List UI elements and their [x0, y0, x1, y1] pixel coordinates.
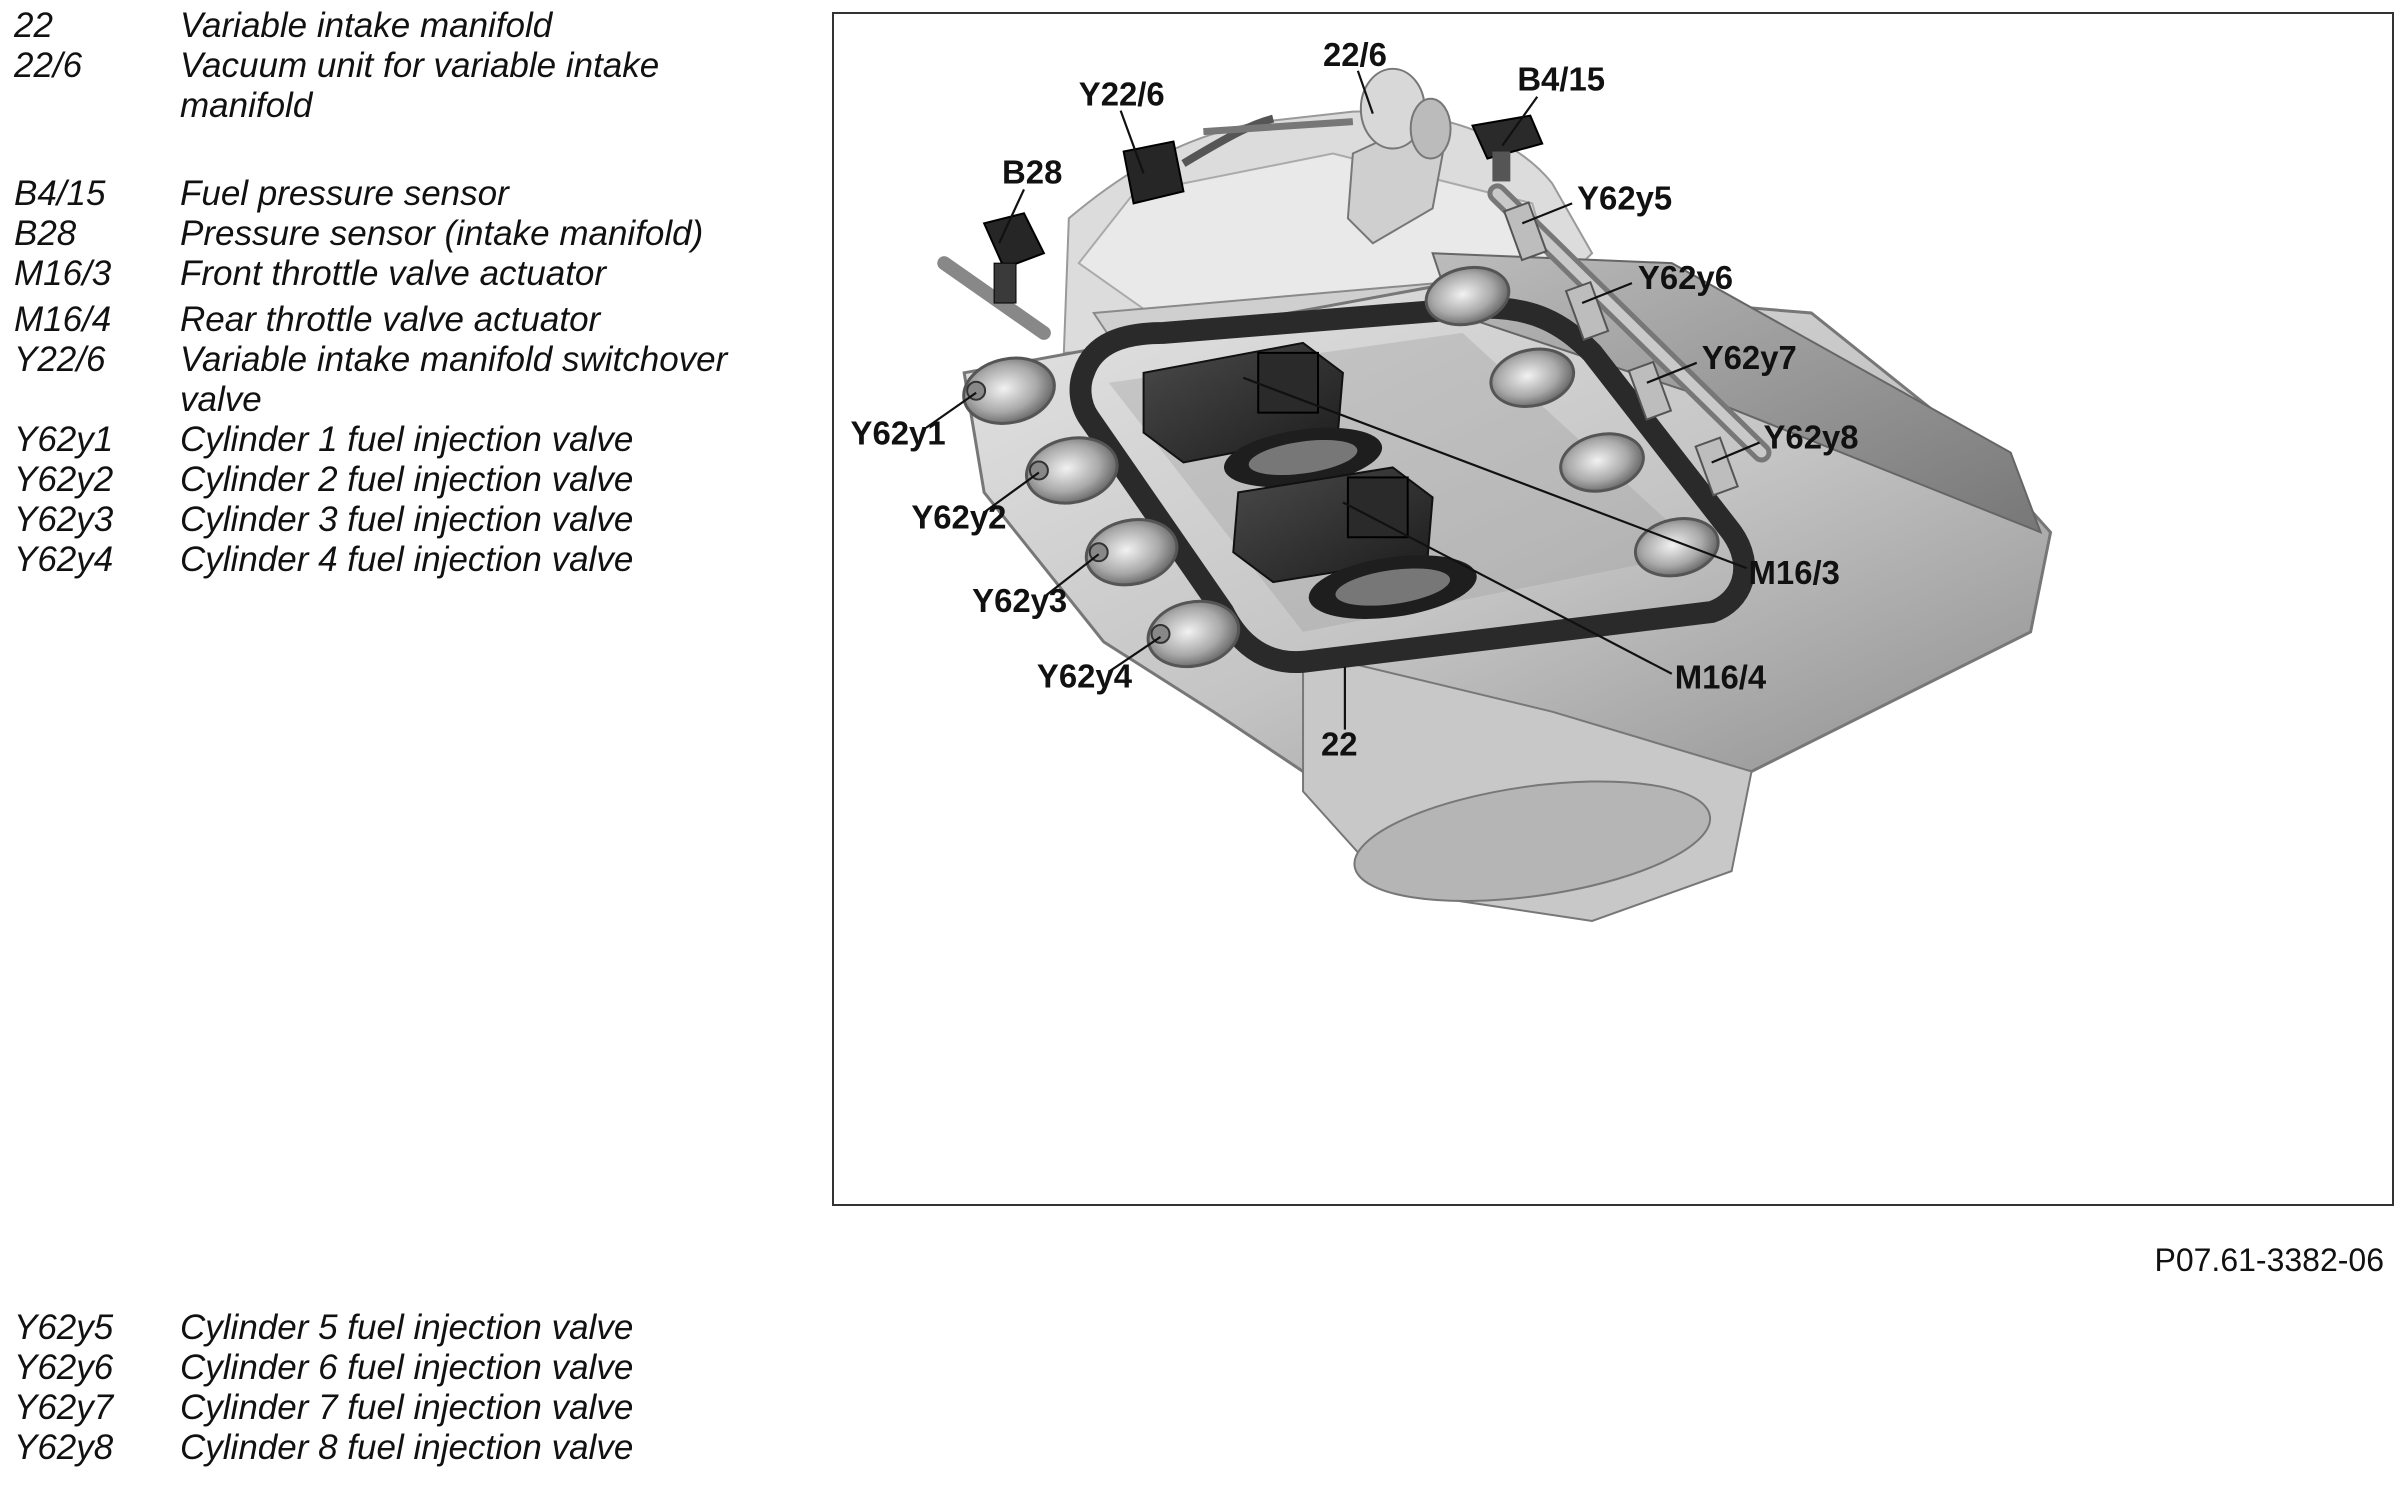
legend-code: B28 [14, 214, 77, 253]
callout-y22-6: Y22/6 [1079, 76, 1165, 113]
legend-item-b4-15: B4/15 Fuel pressure sensor [14, 174, 770, 214]
legend-item-b28: B28 Pressure sensor (intake manifold) [14, 214, 770, 254]
legend-description: Fuel pressure sensor [180, 174, 509, 213]
legend-item-22: 22 Variable intake manifold [14, 6, 770, 46]
legend-item-y62y7: Y62y7 Cylinder 7 fuel injection valve [14, 1388, 770, 1428]
legend-item-m16-4: M16/4 Rear throttle valve actuator [14, 300, 770, 340]
legend-item-y62y1: Y62y1 Cylinder 1 fuel injection valve [14, 420, 770, 460]
legend-code: Y62y7 [14, 1388, 114, 1427]
right-bank-injectors [1502, 201, 1739, 497]
vacuum-unit [1346, 67, 1452, 245]
callout-y62y6: Y62y6 [1638, 259, 1733, 296]
component-legend-top: 22 Variable intake manifold 22/6 Vacuum un… [14, 6, 770, 580]
legend-code: Y62y6 [14, 1348, 114, 1387]
component-legend-bottom: Y62y5 Cylinder 5 fuel injection valve Y62… [14, 1308, 770, 1468]
callout-y62y5: Y62y5 [1577, 179, 1672, 216]
legend-description: Cylinder 3 fuel injection valve [180, 500, 634, 539]
legend-item-y62y5: Y62y5 Cylinder 5 fuel injection valve [14, 1308, 770, 1348]
legend-code: Y62y8 [14, 1428, 114, 1467]
legend-code: 22 [14, 6, 53, 45]
legend-code: Y62y4 [14, 540, 114, 579]
legend-description: Cylinder 2 fuel injection valve [180, 460, 634, 499]
legend-item-22-6: 22/6 Vacuum unit for variable intake mani… [14, 46, 770, 126]
callout-y62y1: Y62y1 [851, 415, 946, 452]
callout-y62y7: Y62y7 [1702, 339, 1797, 376]
legend-description: Cylinder 8 fuel injection valve [180, 1428, 634, 1467]
legend-code: Y22/6 [14, 340, 106, 379]
legend-item-y62y8: Y62y8 Cylinder 8 fuel injection valve [14, 1428, 770, 1468]
legend-item-y62y3: Y62y3 Cylinder 3 fuel injection valve [14, 500, 770, 540]
rear-throttle-actuator [1232, 466, 1477, 619]
callout-y62y2: Y62y2 [911, 498, 1006, 535]
legend-description: Variable intake manifold [180, 6, 553, 45]
legend-description: Cylinder 4 fuel injection valve [180, 540, 634, 579]
legend-description: Cylinder 5 fuel injection valve [180, 1308, 634, 1347]
callout-y62y3: Y62y3 [972, 582, 1067, 619]
legend-item-m16-3: M16/3 Front throttle valve actuator [14, 254, 770, 294]
left-intake-ports [962, 356, 1241, 669]
legend-item-y62y4: Y62y4 Cylinder 4 fuel injection valve [14, 540, 770, 580]
callout-y62y4: Y62y4 [1037, 658, 1133, 695]
legend-description: Cylinder 7 fuel injection valve [180, 1388, 634, 1427]
leader-lines [925, 70, 1760, 730]
callout-22: 22 [1321, 726, 1358, 763]
front-throttle-actuator [1142, 341, 1383, 488]
callout-m16-4: M16/4 [1675, 659, 1767, 696]
legend-code: M16/4 [14, 300, 112, 339]
legend-code: Y62y2 [14, 460, 114, 499]
legend-code: Y62y5 [14, 1308, 114, 1347]
callout-m16-3: M16/3 [1749, 554, 1840, 591]
legend-code: M16/3 [14, 254, 112, 293]
legend-description: Rear throttle valve actuator [180, 300, 601, 339]
figure-reference-code: P07.61-3382-06 [2154, 1242, 2384, 1278]
callout-b4-15: B4/15 [1517, 61, 1605, 98]
callout-b28: B28 [1002, 153, 1062, 190]
legend-item-y22-6: Y22/6 Variable intake manifold switchover… [14, 340, 770, 420]
callout-labels: 22/6 B4/15 Y22/6 B28 Y62y5 Y62y6 Y62y7 Y… [851, 36, 1859, 763]
legend-description: Vacuum unit for variable intake manifold [180, 46, 660, 125]
legend-code: B4/15 [14, 174, 106, 213]
manifold-figure: 22/6 B4/15 Y22/6 B28 Y62y5 Y62y6 Y62y7 Y… [832, 12, 2394, 1206]
callout-22-6: 22/6 [1323, 36, 1387, 73]
legend-code: 22/6 [14, 46, 83, 85]
legend-code: Y62y1 [14, 420, 114, 459]
legend-description: Cylinder 1 fuel injection valve [180, 420, 634, 459]
callout-y62y8: Y62y8 [1763, 419, 1858, 456]
legend-description: Pressure sensor (intake manifold) [180, 214, 704, 253]
legend-description: Variable intake manifold switchover valv… [180, 340, 728, 419]
intake-manifold-illustration: 22/6 B4/15 Y22/6 B28 Y62y5 Y62y6 Y62y7 Y… [851, 36, 2053, 922]
legend-item-y62y2: Y62y2 Cylinder 2 fuel injection valve [14, 460, 770, 500]
legend-code: Y62y3 [14, 500, 114, 539]
legend-item-y62y6: Y62y6 Cylinder 6 fuel injection valve [14, 1348, 770, 1388]
legend-description: Front throttle valve actuator [180, 254, 607, 293]
legend-description: Cylinder 6 fuel injection valve [180, 1348, 634, 1387]
